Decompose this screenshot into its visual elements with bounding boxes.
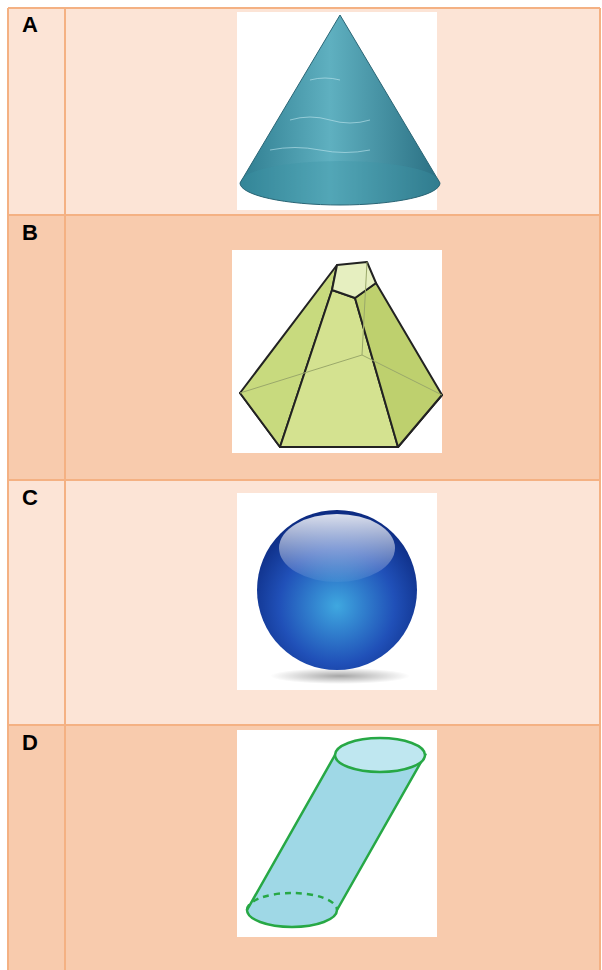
- image-ground: [232, 250, 442, 453]
- pentagonal-frustum: [240, 262, 442, 447]
- row-letter: A: [22, 14, 38, 36]
- row-letter: B: [22, 222, 38, 244]
- cone: [240, 15, 440, 205]
- sphere: [257, 510, 417, 684]
- image-ground: [237, 493, 437, 690]
- table-rows: [8, 8, 600, 970]
- row-letter: C: [22, 487, 38, 509]
- image-ground: [237, 730, 437, 937]
- oblique-cylinder: [247, 738, 425, 927]
- table-grid: [8, 8, 600, 970]
- row-letter: D: [22, 732, 38, 754]
